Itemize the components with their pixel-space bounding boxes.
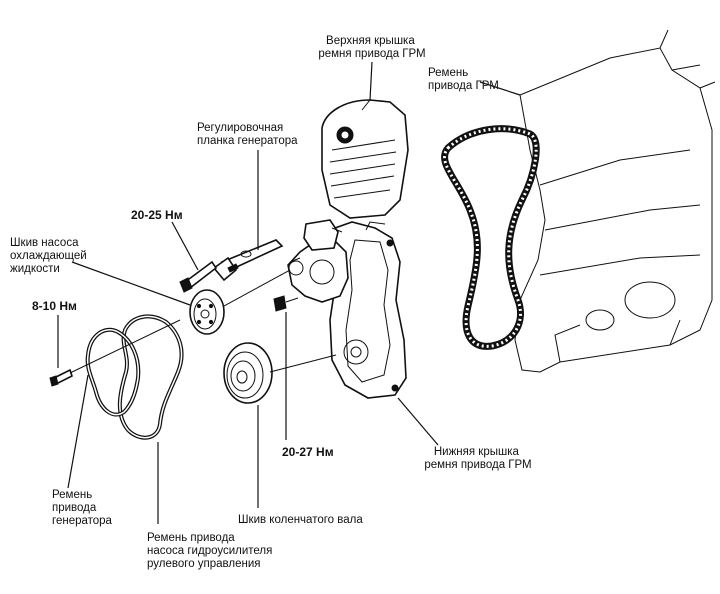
timing-belt — [441, 125, 540, 350]
power-steering-pump-belt — [117, 314, 184, 440]
crankshaft-pulley — [223, 342, 273, 404]
water-pump — [287, 219, 349, 303]
label-torque-20-25: 20-25 Нм — [131, 208, 183, 222]
lower-timing-cover — [329, 221, 407, 399]
alignment-lines — [69, 269, 337, 374]
label-lower-timing-cover: Нижняя крышка ремня привода ГРМ — [424, 446, 531, 471]
engine-block — [514, 29, 716, 373]
label-water-pump-pulley: Шкив насоса охлаждающей жидкости — [10, 237, 90, 275]
label-power-steering-belt: Ремень привода насоса гидроусилителя рул… — [147, 532, 276, 570]
label-torque-8-10: 8-10 Нм — [32, 299, 77, 313]
bolt-lower-cover — [273, 295, 299, 312]
bolt-8-10 — [49, 368, 73, 387]
label-timing-belt: Ремень привода ГРМ — [428, 67, 499, 92]
alternator-belt — [85, 327, 141, 417]
leader-lines — [57, 61, 521, 524]
alternator-adjusting-bar — [212, 239, 284, 282]
bolt-pump-pulley — [179, 260, 218, 293]
water-pump-pulley — [189, 289, 225, 335]
label-upper-timing-cover: Верхняя крышка ремня привода ГРМ — [318, 35, 425, 60]
label-crankshaft-pulley: Шкив коленчатого вала — [238, 514, 363, 526]
label-torque-20-27: 20-27 Нм — [282, 445, 334, 459]
label-alternator-belt: Ремень привода генератора — [52, 489, 113, 527]
upper-timing-cover — [321, 99, 409, 219]
label-alternator-adjusting-bar: Регулировочная планка генератора — [197, 122, 298, 147]
